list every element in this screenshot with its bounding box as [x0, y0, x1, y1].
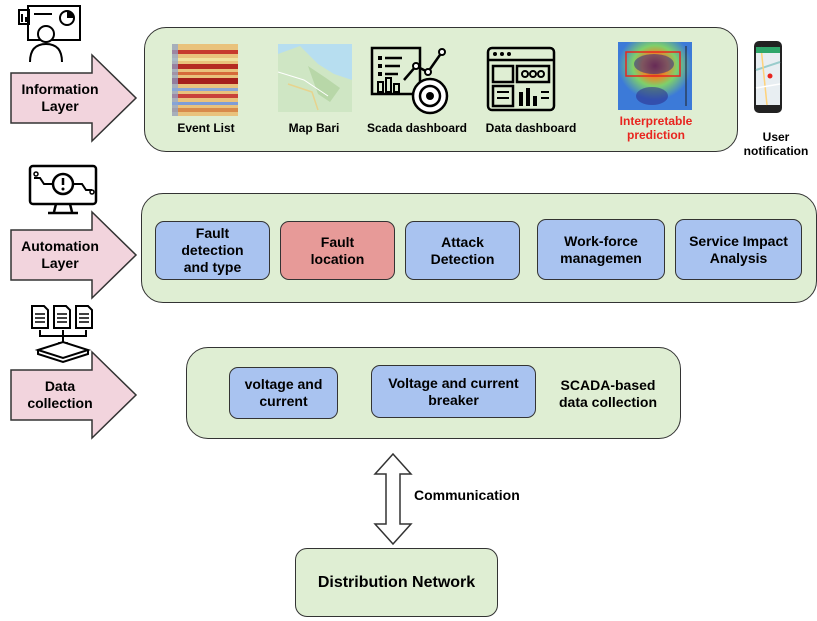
data-collection-icon — [31, 305, 93, 364]
data-collection-label: Data collection — [27, 378, 93, 411]
information-layer-label: Information Layer — [21, 81, 99, 114]
interpretable-prediction-caption: Interpretable prediction — [619, 114, 693, 142]
event-list-image — [172, 44, 238, 116]
fault-detection-box: Fault detection and type — [155, 221, 270, 280]
voltage-breaker-box: Voltage and current breaker — [371, 365, 536, 418]
analyst-monitor-icon — [18, 5, 81, 63]
data-collection-arrow — [10, 350, 138, 440]
map-bari-image — [278, 44, 352, 112]
scada-dashboard-caption: Scada dashboard — [366, 121, 468, 135]
communication-label: Communication — [414, 487, 520, 503]
information-layer-arrow — [10, 53, 138, 143]
service-impact-box: Service Impact Analysis — [675, 219, 802, 280]
scada-collection-label: SCADA-based data collection — [558, 377, 658, 410]
communication-double-arrow — [373, 452, 413, 546]
map-bari-caption: Map Bari — [288, 121, 340, 135]
automation-monitor-icon — [28, 164, 98, 215]
event-list-caption: Event List — [177, 121, 235, 135]
distribution-network-box: Distribution Network — [295, 548, 498, 617]
distribution-network-label: Distribution Network — [317, 573, 476, 591]
user-notification-caption: User notification — [743, 130, 809, 158]
data-dashboard-caption: Data dashboard — [485, 121, 577, 135]
fault-location-box: Fault location — [280, 221, 395, 280]
interpretable-prediction-image — [618, 42, 692, 110]
automation-layer-label: Automation Layer — [21, 238, 99, 271]
scada-dashboard-icon — [370, 46, 449, 115]
smartphone-icon — [754, 41, 782, 113]
attack-detection-box: Attack Detection — [405, 221, 520, 280]
data-dashboard-icon — [486, 46, 556, 112]
workforce-management-box: Work-force managemen — [537, 219, 665, 280]
automation-layer-arrow — [10, 210, 138, 300]
voltage-current-box: voltage and current — [229, 367, 338, 419]
